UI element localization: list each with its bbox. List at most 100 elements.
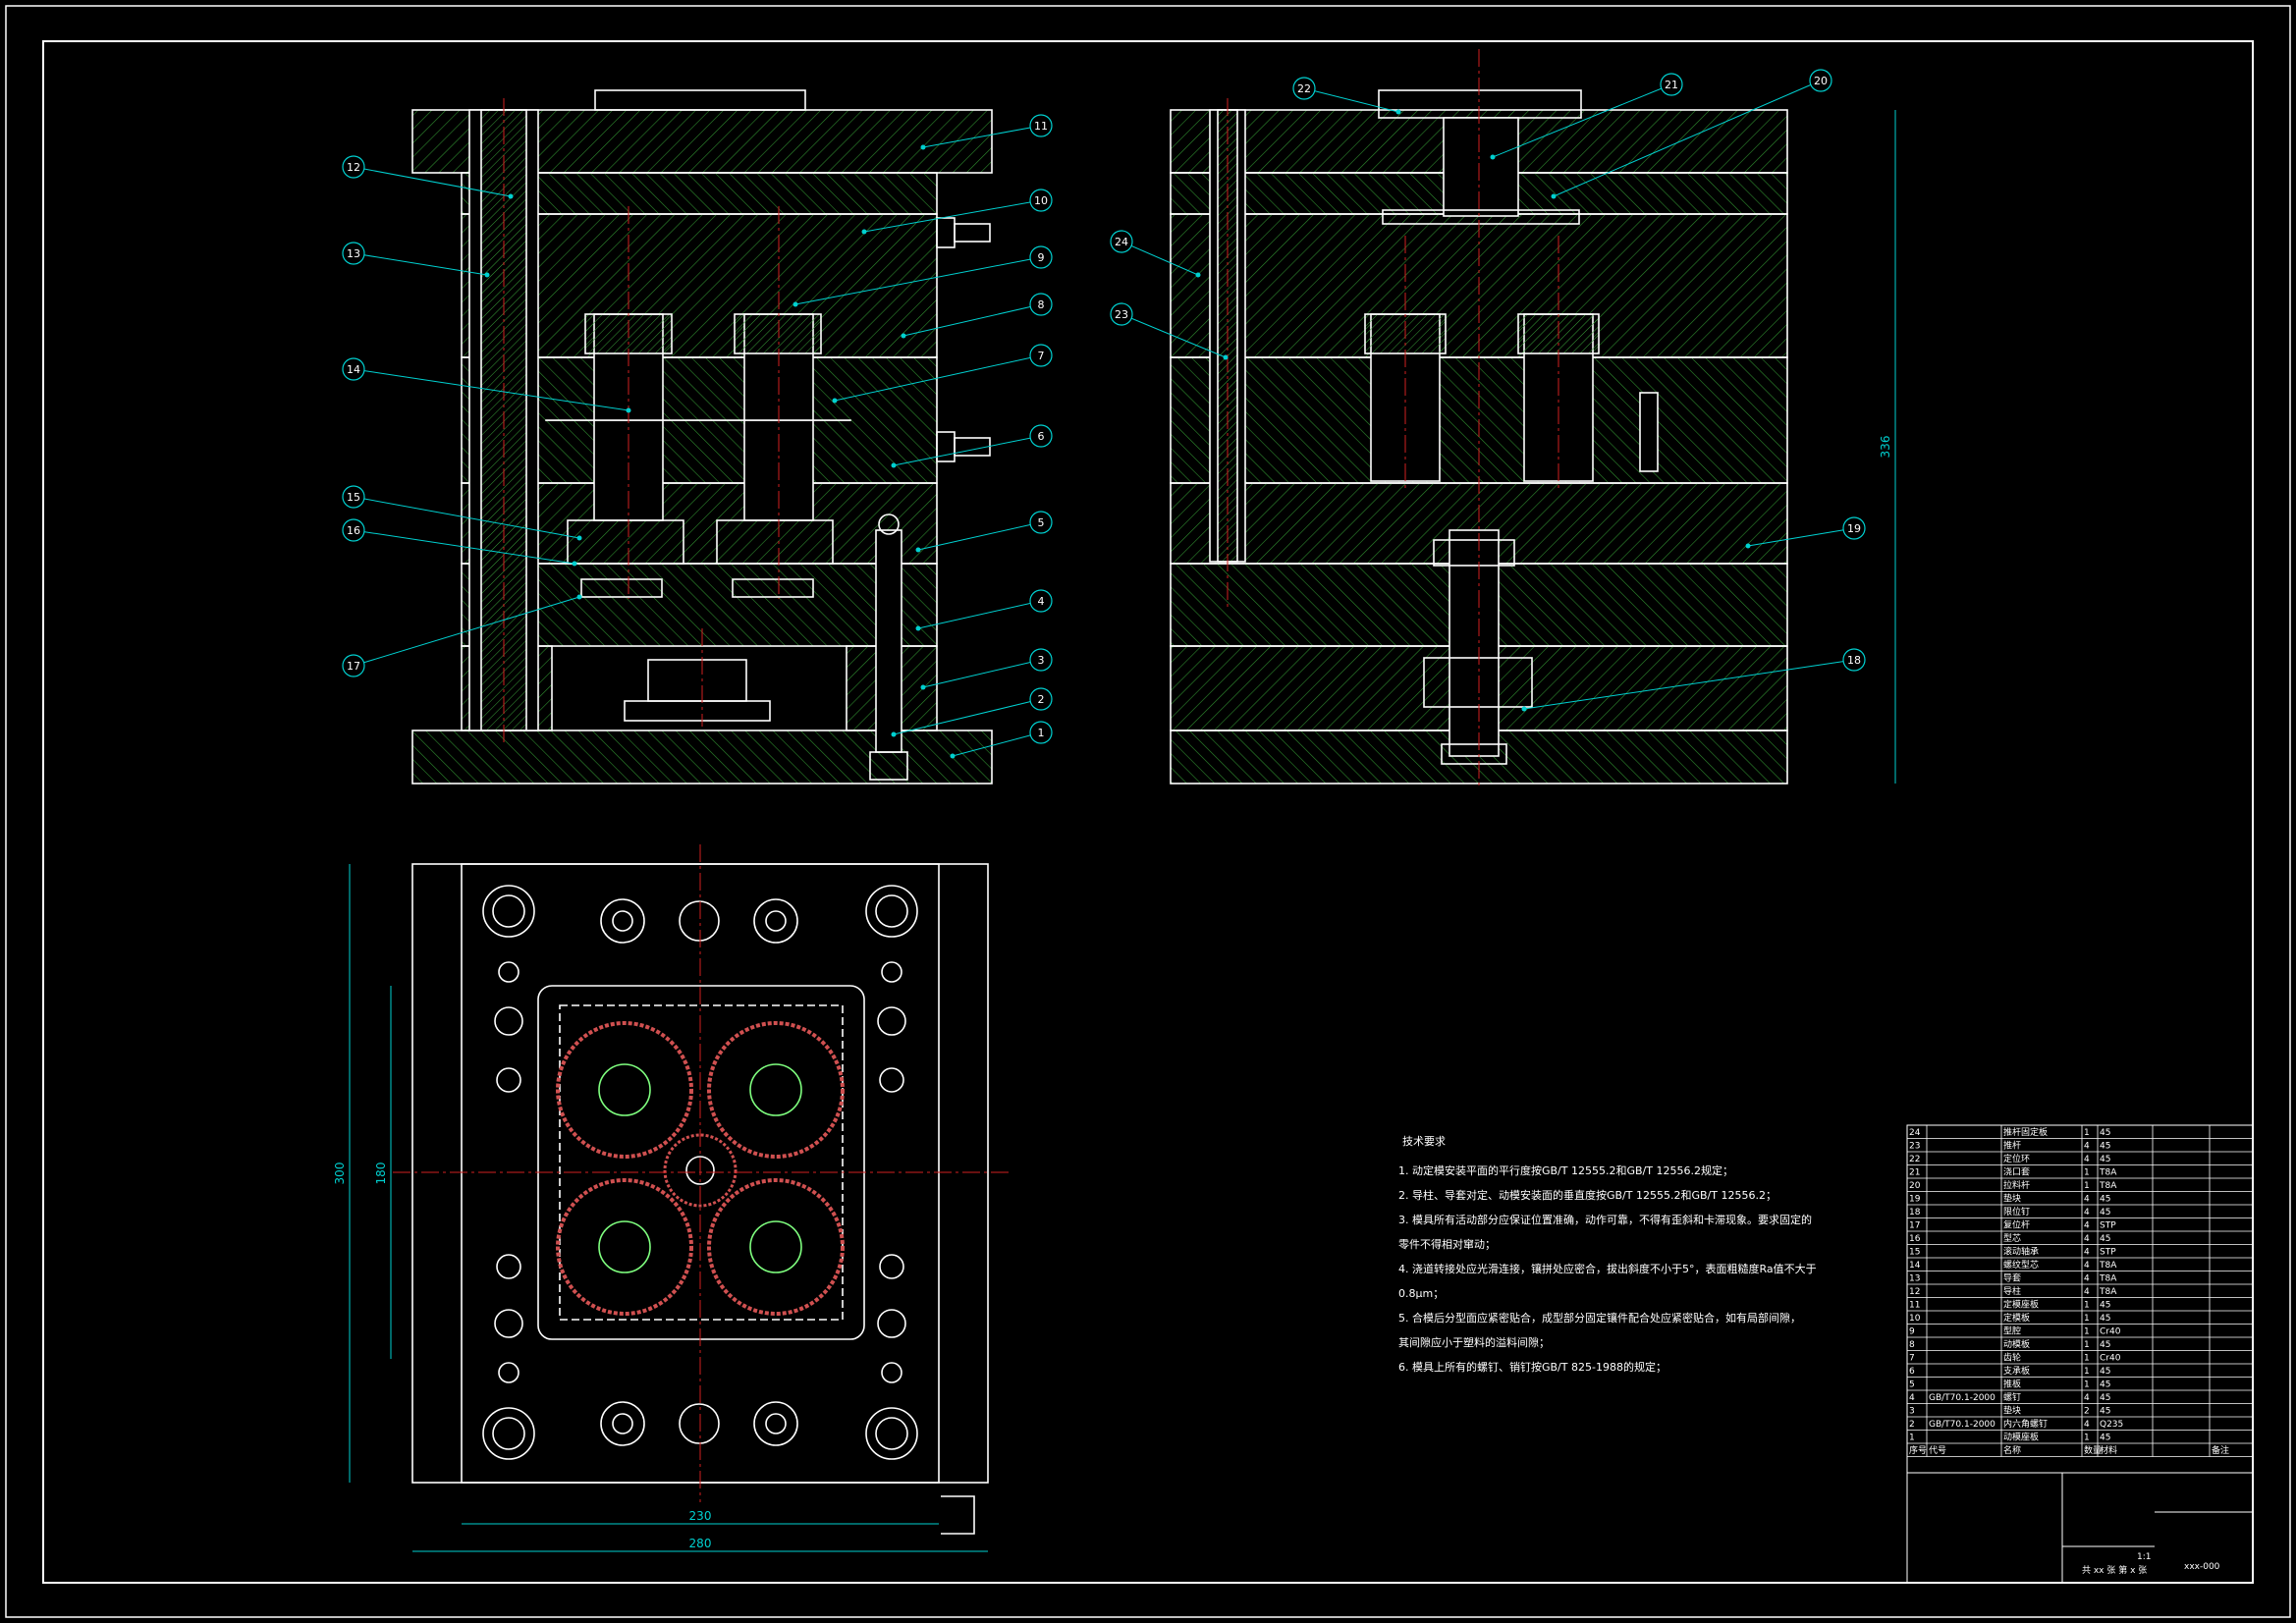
bom-cell: 内六角螺钉 xyxy=(2003,1418,2048,1430)
bom-cell: 17 xyxy=(1909,1221,1920,1231)
bom-cell: 13 xyxy=(1909,1274,1920,1284)
callout-bubble xyxy=(1660,73,1683,96)
callout-leader xyxy=(893,435,1042,466)
bom-cell: 动模板 xyxy=(2003,1338,2030,1350)
bom-cell: 20 xyxy=(1909,1181,1921,1191)
callout-bubble xyxy=(1029,424,1053,448)
callout-leader xyxy=(863,199,1042,233)
callout-leader xyxy=(952,731,1042,757)
callout-dot xyxy=(920,144,926,150)
bom-cell: 5 xyxy=(1909,1380,1915,1390)
callout-dot xyxy=(1395,109,1401,115)
callout-dot xyxy=(1551,193,1557,199)
bom-cell: 4 xyxy=(2084,1420,2090,1430)
bom-cell: 45 xyxy=(2100,1340,2110,1350)
bom-cell: 8 xyxy=(1909,1340,1915,1350)
callout-leader xyxy=(353,252,488,276)
bom-cell: T8A xyxy=(2099,1287,2117,1297)
bom-cell: 序号 xyxy=(1909,1444,1927,1456)
callout-number: 23 xyxy=(1115,308,1128,321)
callout-dot xyxy=(508,193,514,199)
callout-bubble xyxy=(1029,589,1053,613)
bom-cell: T8A xyxy=(2099,1261,2117,1271)
bom-cell: 4 xyxy=(1909,1393,1915,1403)
bom-cell: 垫块 xyxy=(2003,1405,2021,1417)
callout-bubble xyxy=(342,654,365,677)
callout-dot xyxy=(915,625,921,631)
bom-cell: T8A xyxy=(2099,1168,2117,1178)
callout-number: 3 xyxy=(1038,654,1045,667)
bom-cell: 定位环 xyxy=(2003,1153,2030,1164)
bom-cell: 45 xyxy=(2100,1434,2110,1443)
callout-bubble xyxy=(342,242,365,265)
bom-cell: 浇口套 xyxy=(2003,1166,2030,1178)
callout-dot xyxy=(1745,543,1751,549)
plan-cavity-insert xyxy=(537,985,865,1340)
bom-cell: 导柱 xyxy=(2003,1285,2021,1297)
callout-leader xyxy=(922,659,1042,688)
bom-cell: 定模座板 xyxy=(2003,1299,2039,1311)
callout-leader xyxy=(902,303,1042,337)
bom-cell: 定模板 xyxy=(2003,1312,2030,1324)
callout-leader xyxy=(1523,659,1855,710)
callout-bubble xyxy=(1029,687,1053,711)
bom-cell: 19 xyxy=(1909,1195,1921,1205)
bom-cell: 4 xyxy=(2084,1287,2090,1297)
callout-bubble xyxy=(1029,245,1053,269)
callout-bubble xyxy=(1110,302,1133,326)
bom-cell: 45 xyxy=(2100,1301,2110,1311)
callout-leader xyxy=(922,125,1042,148)
callout-dot xyxy=(950,753,956,759)
callout-dot xyxy=(915,547,921,553)
callout-number: 18 xyxy=(1847,654,1861,667)
callout-dot xyxy=(576,594,582,600)
technical-notes: 技术要求 1. 动定模安装平面的平行度按GB/T 12555.2和GB/T 12… xyxy=(1398,1135,1817,1374)
bom-cell: 4 xyxy=(2084,1195,2090,1205)
bom-cell: 11 xyxy=(1909,1301,1920,1311)
title-scale: 1:1 xyxy=(2137,1552,2151,1562)
bom-cell: T8A xyxy=(2099,1181,2117,1191)
support-plate-4 xyxy=(461,563,938,647)
sheet-border-inner xyxy=(42,40,2254,1584)
callout-bubble xyxy=(342,357,365,381)
side-section-view xyxy=(1170,49,1788,785)
callout-leader xyxy=(1492,83,1672,158)
callout-number: 13 xyxy=(347,247,360,260)
bom-cell: 23 xyxy=(1909,1142,1920,1152)
bom-cell: 4 xyxy=(2084,1234,2090,1244)
bom-cell: STP xyxy=(2100,1221,2116,1231)
dim-bottom-inner: 230 xyxy=(689,1509,712,1523)
bom-cell: 4 xyxy=(2084,1261,2090,1271)
callout-dot xyxy=(484,272,490,278)
gear-cavities xyxy=(556,1021,845,1316)
callout-leader xyxy=(353,166,512,197)
bom-cell: 1 xyxy=(1909,1434,1915,1443)
callout-dot xyxy=(1223,354,1229,360)
dim-side-height: 336 xyxy=(1879,436,1892,459)
callout-bubble xyxy=(1029,114,1053,137)
bom-cell: 24 xyxy=(1909,1128,1921,1138)
notes-line: 5. 合模后分型面应紧密贴合，成型部分固定镶件配合处应紧密贴合，如有局部间隙， xyxy=(1398,1311,1801,1325)
sheet-border-outer xyxy=(5,5,2291,1618)
guide-holes xyxy=(482,885,918,1460)
bom-cell: 2 xyxy=(1909,1420,1915,1430)
callout-bubble xyxy=(342,485,365,509)
callout-number: 2 xyxy=(1038,693,1045,706)
callout-number: 1 xyxy=(1038,727,1045,739)
bom-cell: 型腔 xyxy=(2003,1325,2021,1337)
callout-bubble xyxy=(342,155,365,179)
front-section-view xyxy=(411,89,993,784)
callout-number: 20 xyxy=(1814,75,1828,87)
notes-line: 4. 浇道转接处应光滑连接，镶拼处应密合，拔出斜度不小于5°，表面粗糙度Ra值不… xyxy=(1398,1262,1817,1275)
callout-leader xyxy=(834,354,1042,402)
callout-number: 19 xyxy=(1847,522,1861,535)
bom-cell: 1 xyxy=(2084,1301,2090,1311)
callout-dot xyxy=(793,301,798,307)
callout-leader xyxy=(1121,241,1199,276)
dimensions xyxy=(349,110,1896,1552)
callout-number: 4 xyxy=(1038,595,1045,608)
bom-cell: 10 xyxy=(1909,1314,1921,1324)
dim-left-inner: 180 xyxy=(374,1163,388,1185)
dim-bottom-outer: 280 xyxy=(689,1537,712,1550)
callout-number: 12 xyxy=(347,161,360,174)
